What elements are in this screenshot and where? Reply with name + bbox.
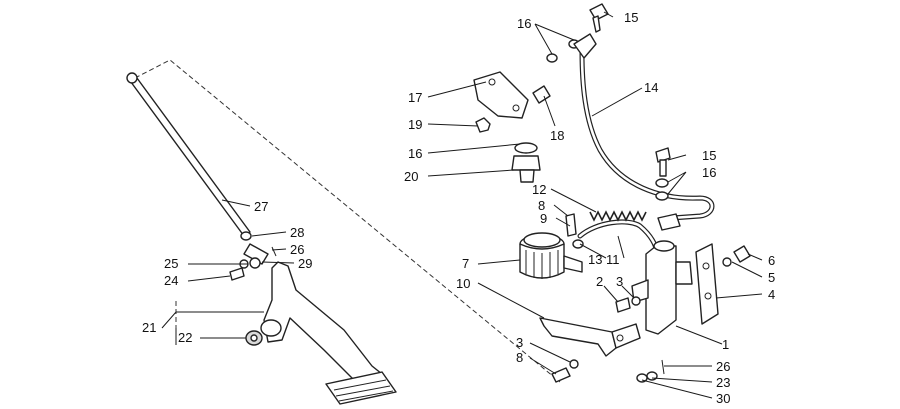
label-14: 14 (644, 80, 658, 95)
clevis-pin (243, 243, 277, 265)
label-8-lower: 8 (516, 350, 523, 365)
cylinder-bolt-2 (615, 297, 631, 313)
part-labels: 15 16 14 17 18 19 16 20 15 16 12 8 9 13 … (142, 10, 775, 406)
label-13: 13 (588, 252, 602, 267)
hose-fitting (572, 239, 584, 249)
reservoir-hose (577, 210, 659, 253)
leader-lines (161, 11, 763, 399)
label-18: 18 (550, 128, 564, 143)
label-24: 24 (164, 273, 178, 288)
bracket-bolt (532, 85, 551, 104)
label-21: 21 (142, 320, 156, 335)
assembly-dashed-line (134, 59, 561, 383)
mount-washer-5 (722, 257, 732, 267)
brake-light-switch (511, 142, 541, 183)
fluid-reservoir (519, 232, 583, 279)
label-17: 17 (408, 90, 422, 105)
label-6: 6 (768, 253, 775, 268)
bracket-bolt-8 (551, 367, 571, 383)
label-11: 11 (606, 252, 620, 267)
label-30: 30 (716, 391, 730, 406)
bracket-washer-3 (569, 359, 579, 369)
label-20: 20 (404, 169, 418, 184)
label-15-top: 15 (624, 10, 638, 25)
banjo-bolt-top (589, 3, 609, 33)
label-9: 9 (540, 211, 547, 226)
label-26-upper: 26 (290, 242, 304, 257)
label-16-lower: 16 (702, 165, 716, 180)
label-26-lower: 26 (716, 359, 730, 374)
master-cylinder (631, 213, 693, 335)
label-28: 28 (290, 225, 304, 240)
label-16-top: 16 (517, 16, 531, 31)
label-5: 5 (768, 270, 775, 285)
label-16-mid: 16 (408, 146, 422, 161)
reservoir-bracket (473, 71, 529, 119)
bracket-nut (475, 117, 491, 133)
label-10: 10 (456, 276, 470, 291)
label-3-left: 3 (516, 335, 523, 350)
label-1: 1 (722, 337, 729, 352)
label-23: 23 (716, 375, 730, 390)
pushrod (126, 72, 251, 237)
label-27: 27 (254, 199, 268, 214)
mounting-plate (695, 243, 719, 325)
label-4: 4 (768, 287, 775, 302)
pivot-bolt (229, 267, 245, 281)
mount-bolt-6 (733, 245, 751, 263)
label-2: 2 (596, 274, 603, 289)
split-pin (661, 359, 665, 375)
cylinder-washer-3 (631, 296, 641, 306)
label-15-lower: 15 (702, 148, 716, 163)
label-7: 7 (462, 256, 469, 271)
clevis-washer-23 (646, 371, 658, 381)
label-22: 22 (178, 330, 192, 345)
pivot-washer (240, 231, 252, 241)
banjo-bolt-lower (655, 147, 671, 177)
label-29: 29 (298, 256, 312, 271)
label-3-right: 3 (616, 274, 623, 289)
label-8-top: 8 (538, 198, 545, 213)
clevis-washer-30 (636, 373, 648, 383)
label-25: 25 (164, 256, 178, 271)
brake-hose (573, 33, 715, 221)
reservoir-mounting-bracket (539, 317, 641, 357)
small-washer (239, 257, 261, 269)
label-19: 19 (408, 117, 422, 132)
label-12: 12 (532, 182, 546, 197)
sealing-washer-lower (655, 178, 669, 201)
brake-pedal (263, 261, 397, 405)
pedal-bushing (245, 319, 282, 346)
hose-clamp-screw (565, 213, 577, 237)
